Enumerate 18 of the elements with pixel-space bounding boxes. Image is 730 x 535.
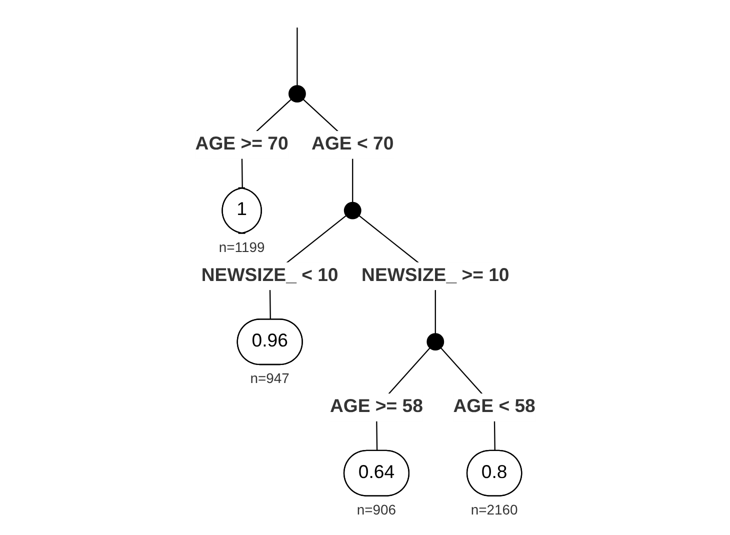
sample-size-label: n=2160: [470, 501, 518, 518]
edge-label: NEWSIZE_ < 10: [201, 266, 338, 286]
leaf-node: 0.64: [343, 450, 410, 496]
edge-label: NEWSIZE_ >= 10: [361, 266, 509, 286]
edge-label: AGE < 70: [311, 134, 394, 154]
edge-label: AGE < 58: [452, 397, 536, 417]
sample-size-label: n=906: [356, 501, 396, 518]
leaf-node: 0.8: [466, 450, 522, 496]
sample-size-label: n=1199: [218, 238, 264, 255]
split-point: [426, 333, 444, 351]
leaf-node: 0.96: [236, 318, 303, 366]
leaf-node: 1: [221, 187, 262, 234]
connector: [296, 28, 298, 86]
split-point: [288, 85, 306, 103]
sample-size-label: n=947: [250, 370, 290, 386]
edge-label: AGE >= 70: [194, 134, 288, 154]
split-point: [344, 202, 361, 220]
edge-label: AGE >= 58: [330, 397, 423, 417]
